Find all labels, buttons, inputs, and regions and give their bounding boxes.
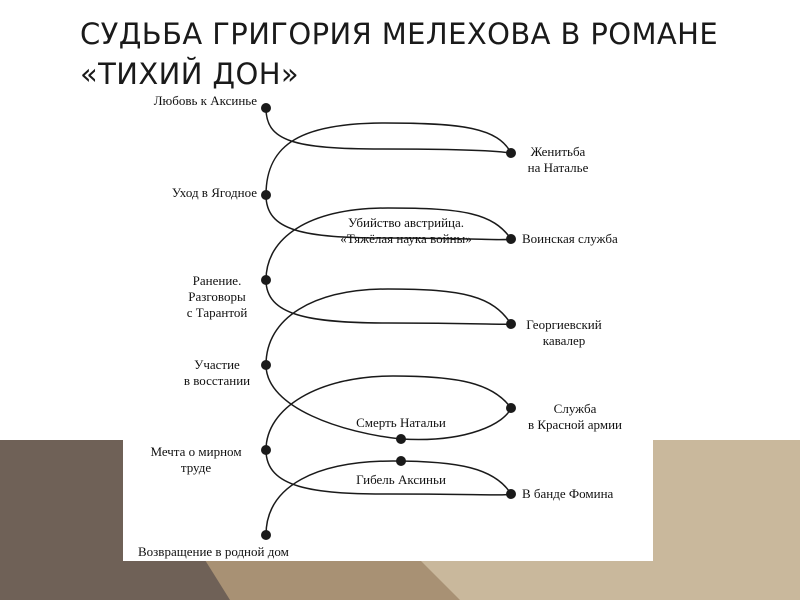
node-dream bbox=[261, 445, 271, 455]
right-event-label: В банде Фомина bbox=[522, 486, 614, 501]
middle-event-label: Смерть Натальи bbox=[356, 415, 446, 430]
left-event-label: Участие в восстании bbox=[183, 357, 251, 388]
right-event-label: Служба в Красной армии bbox=[528, 401, 622, 432]
left-event-label: Мечта о мирном труде bbox=[150, 444, 242, 475]
curve-wound-to-cavalier bbox=[265, 279, 512, 326]
node-wound bbox=[261, 275, 271, 285]
node-cavalier bbox=[506, 319, 516, 329]
fate-diagram: Любовь к Аксинье Уход в Ягодное Ранение.… bbox=[123, 93, 653, 561]
left-event-label: Ранение. Разговоры с Тарантой bbox=[186, 273, 248, 320]
node-return bbox=[261, 530, 271, 540]
node-fomin bbox=[506, 489, 516, 499]
left-event-label: Возвращение в родной дом bbox=[138, 544, 289, 559]
curve-love-to-marriage bbox=[265, 107, 512, 154]
node-natalya-death bbox=[396, 434, 406, 444]
right-event-label: Воинская служба bbox=[522, 231, 618, 246]
middle-event-label: Гибель Аксиньи bbox=[356, 472, 446, 487]
curve-yagodnoe-to-service bbox=[265, 194, 512, 241]
curve-service-to-wound bbox=[265, 207, 512, 281]
left-event-label: Любовь к Аксинье bbox=[153, 93, 257, 108]
left-event-label: Уход в Ягодное bbox=[171, 185, 257, 200]
curve-dream-to-fomin bbox=[265, 449, 512, 496]
node-uprising bbox=[261, 360, 271, 370]
diagram-curves bbox=[261, 103, 516, 540]
node-love bbox=[261, 103, 271, 113]
curve-red-army-to-dream bbox=[265, 375, 512, 451]
right-event-label: Георгиевский кавалер bbox=[526, 317, 602, 348]
node-marriage bbox=[506, 148, 516, 158]
node-service bbox=[506, 234, 516, 244]
node-aksinya-death bbox=[396, 456, 406, 466]
curve-marriage-to-yagodnoe bbox=[265, 122, 512, 196]
node-red-army bbox=[506, 403, 516, 413]
middle-event-label: Убийство австрийца. «Тяжёлая наука войны… bbox=[340, 215, 472, 246]
node-yagodnoe bbox=[261, 190, 271, 200]
slide-title: Судьба Григория Мелехова в романе «Тихий… bbox=[80, 17, 719, 91]
curve-cavalier-to-uprising bbox=[265, 288, 512, 366]
curve-fomin-to-return bbox=[265, 460, 512, 536]
right-event-label: Женитьба на Наталье bbox=[527, 144, 589, 175]
